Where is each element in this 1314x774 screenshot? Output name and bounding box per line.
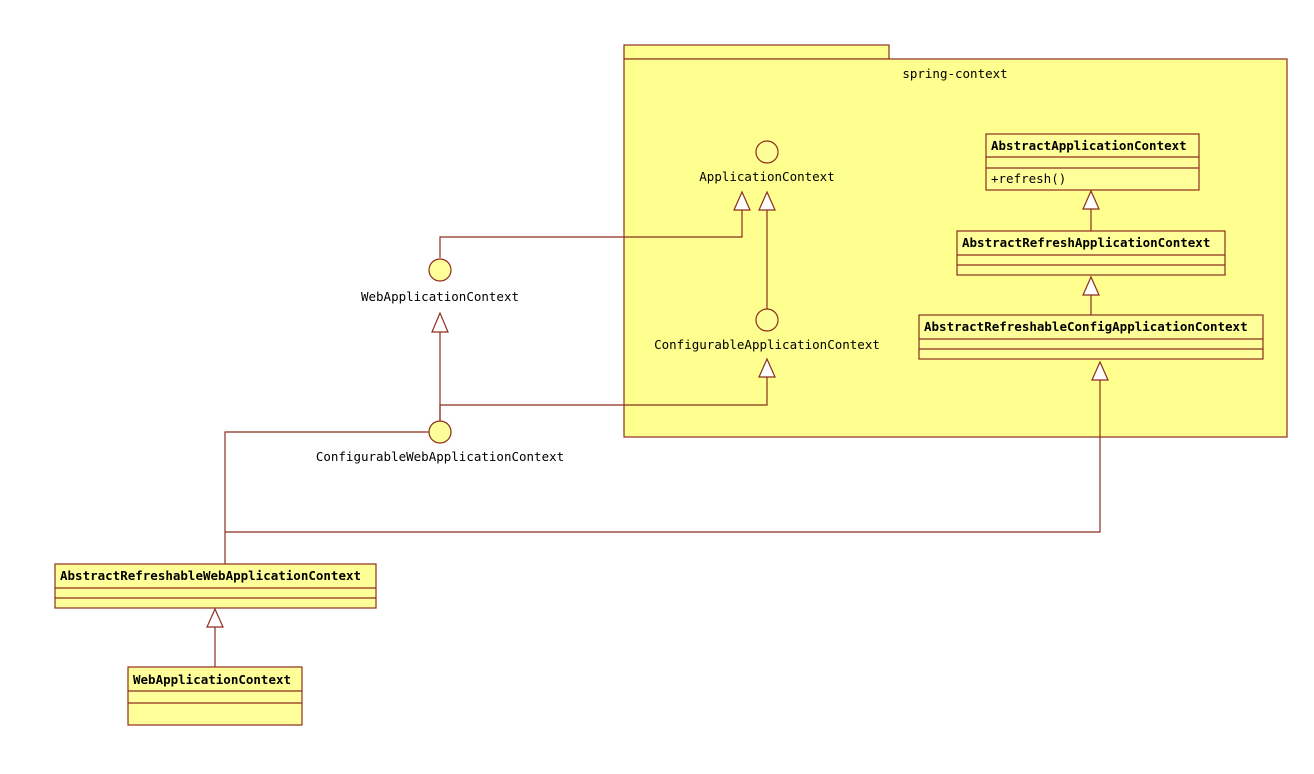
class-box bbox=[127, 666, 303, 726]
interface-label: WebApplicationContext bbox=[361, 289, 519, 304]
interface-label: ApplicationContext bbox=[699, 169, 834, 184]
class-abstract-refresh-application-context[interactable]: AbstractRefreshApplicationContext bbox=[956, 230, 1226, 276]
edges bbox=[214, 209, 1101, 667]
package-name: spring-context bbox=[902, 66, 1007, 81]
class-name: AbstractRefreshApplicationContext bbox=[962, 235, 1210, 250]
arrowhead-webappctx bbox=[431, 311, 449, 333]
class-box bbox=[918, 314, 1264, 360]
class-name: AbstractRefreshableWebApplicationContext bbox=[60, 568, 361, 583]
interface-configurable-application-context[interactable]: ConfigurableApplicationContext bbox=[654, 308, 880, 352]
class-name: AbstractRefreshableConfigApplicationCont… bbox=[924, 319, 1248, 334]
interface-circle bbox=[755, 140, 779, 164]
interface-configurable-web-application-context[interactable]: ConfigurableWebApplicationContext bbox=[316, 420, 564, 464]
interface-circle bbox=[755, 308, 779, 332]
class-name: WebApplicationContext bbox=[133, 672, 291, 687]
arrowhead-configurable bbox=[758, 357, 776, 378]
interface-circle bbox=[428, 420, 452, 444]
edge-webappctx-to-application bbox=[439, 210, 743, 258]
class-abstract-refreshable-config-application-context[interactable]: AbstractRefreshableConfigApplicationCont… bbox=[918, 314, 1264, 360]
class-name: AbstractApplicationContext bbox=[991, 138, 1187, 153]
arrowhead-aac bbox=[1082, 189, 1100, 210]
arrowhead-application-left bbox=[733, 190, 751, 211]
interface-web-application-context[interactable]: WebApplicationContext bbox=[361, 258, 519, 304]
arrowheads bbox=[206, 189, 1109, 628]
class-box bbox=[956, 230, 1226, 276]
arrowhead-arwac bbox=[206, 607, 224, 628]
edge-configweb-to-configurable bbox=[439, 377, 768, 421]
class-box bbox=[54, 563, 377, 609]
package-tab bbox=[623, 44, 890, 60]
class-abstract-application-context[interactable]: AbstractApplicationContext +refresh() bbox=[985, 133, 1200, 191]
arrowhead-application-right bbox=[758, 190, 776, 211]
interface-circle bbox=[428, 258, 452, 282]
arrowhead-arcac bbox=[1091, 360, 1109, 381]
edge-arwac-to-configweb bbox=[224, 431, 429, 564]
interface-label: ConfigurableWebApplicationContext bbox=[316, 449, 564, 464]
arrowhead-arac bbox=[1082, 275, 1100, 296]
interface-label: ConfigurableApplicationContext bbox=[654, 337, 880, 352]
class-box bbox=[985, 133, 1200, 191]
edge-arwac-to-arcac bbox=[225, 380, 1101, 533]
class-abstract-refreshable-web-application-context[interactable]: AbstractRefreshableWebApplicationContext bbox=[54, 563, 377, 609]
interface-application-context[interactable]: ApplicationContext bbox=[699, 140, 835, 184]
class-method: +refresh() bbox=[991, 171, 1066, 186]
class-web-application-context[interactable]: WebApplicationContext bbox=[127, 666, 303, 726]
